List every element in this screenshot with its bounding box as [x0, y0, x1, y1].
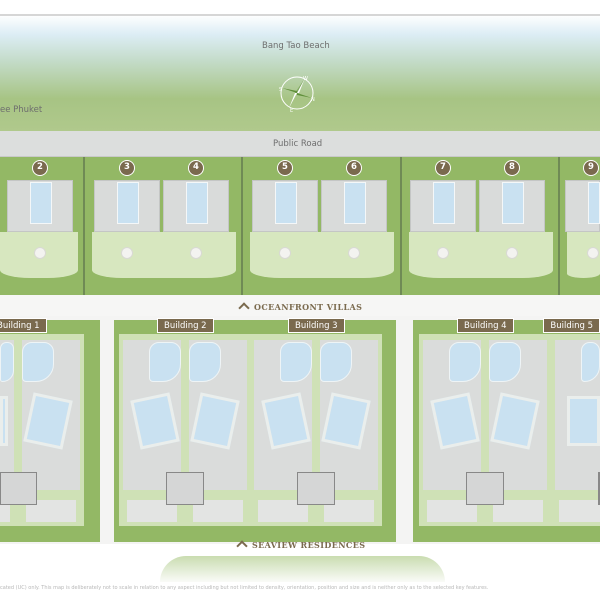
- villa-number-2[interactable]: 2: [32, 160, 48, 176]
- main-pool: [567, 396, 600, 446]
- upper-pool: [22, 342, 54, 382]
- public-road: [0, 131, 600, 157]
- building-label-2[interactable]: Building 2: [157, 318, 214, 333]
- villa-pool: [588, 182, 600, 224]
- building-core: [0, 472, 37, 505]
- terrace: [559, 500, 600, 522]
- building-label-5[interactable]: Building 5: [543, 318, 600, 333]
- terrace: [427, 500, 477, 522]
- terrace: [26, 500, 76, 522]
- compass-n: N: [311, 97, 315, 103]
- garden-area: [160, 556, 445, 582]
- neighbor-label: ee Phuket: [0, 105, 43, 115]
- compass-s: S: [279, 87, 282, 93]
- terrace: [193, 500, 243, 522]
- villa-number-9[interactable]: 9: [583, 160, 599, 176]
- tree-icon: [121, 247, 133, 259]
- tree-icon: [279, 247, 291, 259]
- chevron-up-icon: [236, 540, 248, 552]
- villa-pool: [117, 182, 139, 224]
- compass-w: W: [303, 76, 308, 82]
- villa-pool: [344, 182, 366, 224]
- upper-pool: [320, 342, 352, 382]
- oceanfront-villas-label: OCEANFRONT VILLAS: [238, 302, 363, 314]
- upper-pool: [280, 342, 312, 382]
- tree-icon: [506, 247, 518, 259]
- villa-pool: [186, 182, 208, 224]
- beach-label: Bang Tao Beach: [262, 41, 330, 51]
- lot-divider: [558, 157, 560, 295]
- upper-pool: [449, 342, 481, 382]
- main-pool: [0, 396, 8, 446]
- villa-number-4[interactable]: 4: [188, 160, 204, 176]
- tree-icon: [190, 247, 202, 259]
- building-core: [297, 472, 335, 505]
- building-label-3[interactable]: Building 3: [288, 318, 345, 333]
- terrace: [258, 500, 308, 522]
- building-core: [466, 472, 504, 505]
- tree-icon: [34, 247, 46, 259]
- walkway: [0, 295, 600, 316]
- upper-pool: [189, 342, 221, 382]
- lawn: [409, 232, 553, 278]
- terrace: [493, 500, 543, 522]
- terrace: [127, 500, 177, 522]
- seaview-residences-label: SEAVIEW RESIDENCES: [236, 540, 366, 552]
- building-core: [166, 472, 204, 505]
- building-label-1[interactable]: Building 1: [0, 318, 47, 333]
- villa-pool: [502, 182, 524, 224]
- villa-number-3[interactable]: 3: [119, 160, 135, 176]
- oceanfront-villas-text: OCEANFRONT VILLAS: [254, 302, 363, 312]
- tree-icon: [437, 247, 449, 259]
- villa-number-8[interactable]: 8: [504, 160, 520, 176]
- villa-number-7[interactable]: 7: [435, 160, 451, 176]
- chevron-up-icon: [238, 302, 250, 314]
- villa-pool: [30, 182, 52, 224]
- villa-number-6[interactable]: 6: [346, 160, 362, 176]
- lot-divider: [400, 157, 402, 295]
- lot-divider: [241, 157, 243, 295]
- compass-e: E: [290, 108, 293, 114]
- beach-area: [0, 14, 600, 131]
- seaview-residences-text: SEAVIEW RESIDENCES: [252, 540, 366, 550]
- road-label: Public Road: [273, 139, 323, 149]
- building-label-4[interactable]: Building 4: [457, 318, 514, 333]
- compass-icon: W N S E: [279, 76, 315, 114]
- villa-pool: [275, 182, 297, 224]
- tree-icon: [348, 247, 360, 259]
- upper-pool: [149, 342, 181, 382]
- terrace: [324, 500, 374, 522]
- terrace: [0, 500, 10, 522]
- tree-icon: [587, 247, 599, 259]
- villa-pool: [433, 182, 455, 224]
- lot-divider: [83, 157, 85, 295]
- disclaimer-text: cated (UC) only. This map is deliberatel…: [0, 585, 489, 591]
- upper-pool: [489, 342, 521, 382]
- upper-pool: [0, 342, 14, 382]
- lawn: [250, 232, 394, 278]
- villa-number-5[interactable]: 5: [277, 160, 293, 176]
- lawn: [92, 232, 236, 278]
